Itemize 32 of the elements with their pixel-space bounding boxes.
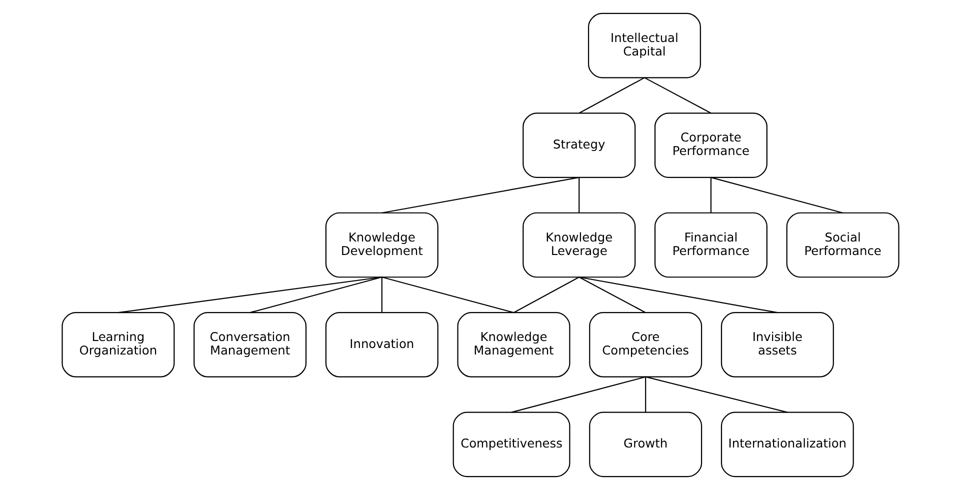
node-box: Corporate Performance bbox=[654, 112, 767, 178]
node-box: Intellectual Capital bbox=[587, 12, 700, 78]
connector bbox=[644, 76, 711, 114]
connector bbox=[644, 376, 646, 412]
node-box: Core Competencies bbox=[588, 312, 702, 377]
connector bbox=[381, 276, 514, 313]
connector bbox=[710, 176, 712, 212]
connector bbox=[510, 376, 646, 412]
node-box: Invisible assets bbox=[720, 312, 834, 377]
node-box: Knowledge Development bbox=[324, 212, 438, 278]
connector bbox=[381, 176, 579, 213]
connector bbox=[512, 276, 579, 313]
node-box: Knowledge Management bbox=[456, 312, 570, 377]
node-box: Learning Organization bbox=[61, 312, 174, 377]
connector bbox=[578, 276, 778, 313]
connector bbox=[578, 176, 580, 212]
connector bbox=[249, 276, 382, 313]
node-box: Innovation bbox=[324, 312, 438, 377]
connector bbox=[380, 276, 382, 312]
connector bbox=[644, 376, 788, 412]
node-box: Growth bbox=[588, 411, 702, 477]
node-box: Financial Performance bbox=[654, 212, 767, 278]
connector bbox=[578, 276, 646, 313]
node-box: Knowledge Leverage bbox=[522, 212, 636, 278]
node-box: Social Performance bbox=[786, 212, 899, 278]
node-box: Competitiveness bbox=[452, 411, 570, 477]
node-box: Strategy bbox=[522, 112, 636, 178]
connector bbox=[710, 176, 842, 213]
node-box: Conversation Management bbox=[193, 312, 306, 377]
node-box: Internationalization bbox=[720, 411, 854, 477]
connector bbox=[578, 76, 644, 114]
connector bbox=[118, 276, 382, 313]
